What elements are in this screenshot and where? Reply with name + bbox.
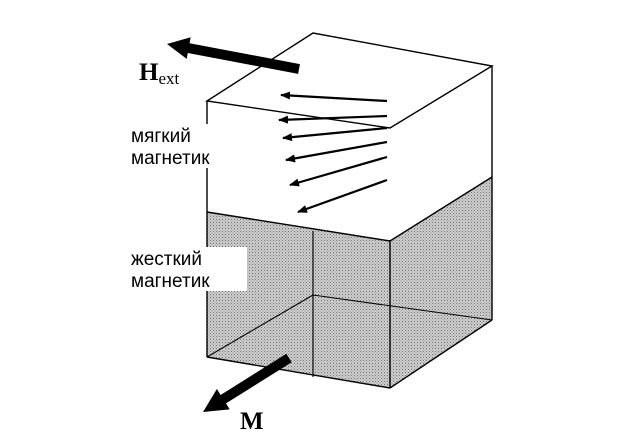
hard-magnet-side-face — [390, 177, 492, 388]
magnetization-arrow — [278, 114, 388, 124]
soft-magnet-label-line1: мягкий — [131, 126, 191, 147]
magnetization-arrow — [280, 91, 388, 103]
soft-magnet-spin-arrows — [278, 91, 388, 214]
external-field-symbol: H — [139, 59, 159, 86]
magnetization-arrow — [297, 178, 388, 214]
magnetization-label: M — [240, 408, 264, 435]
magnetization-arrow — [289, 155, 388, 187]
hard-magnet-front-face — [207, 212, 390, 388]
soft-magnet-label-background — [128, 124, 247, 168]
hidden-bottom-edge-back — [312, 294, 493, 321]
interface-front-edge — [206, 211, 391, 242]
external-field-label: Hext — [139, 59, 179, 88]
hidden-edges — [206, 231, 493, 377]
hard-magnet-label-line1: жесткий — [131, 249, 202, 270]
magnetization-arrow — [285, 140, 388, 163]
bottom-side-edge — [389, 319, 493, 389]
hard-magnetization-arrow — [203, 353, 292, 412]
bottom-front-edge — [206, 356, 391, 389]
external-field-subscript: ext — [158, 69, 179, 88]
soft-magnet-label: мягкий магнетик — [128, 124, 247, 169]
interface-side-edge — [389, 176, 493, 242]
external-field-arrow — [167, 37, 300, 74]
soft-magnet-label-line2: магнетик — [131, 148, 210, 169]
hard-magnet-label-line2: магнетик — [131, 271, 210, 292]
magnetization-arrow — [282, 126, 388, 142]
hard-magnet-label-background — [128, 247, 247, 291]
hard-magnet-label: жесткий магнетик — [128, 247, 247, 292]
hidden-bottom-edge-left — [206, 294, 314, 358]
box-edges — [205, 32, 494, 389]
top-face — [205, 32, 494, 129]
